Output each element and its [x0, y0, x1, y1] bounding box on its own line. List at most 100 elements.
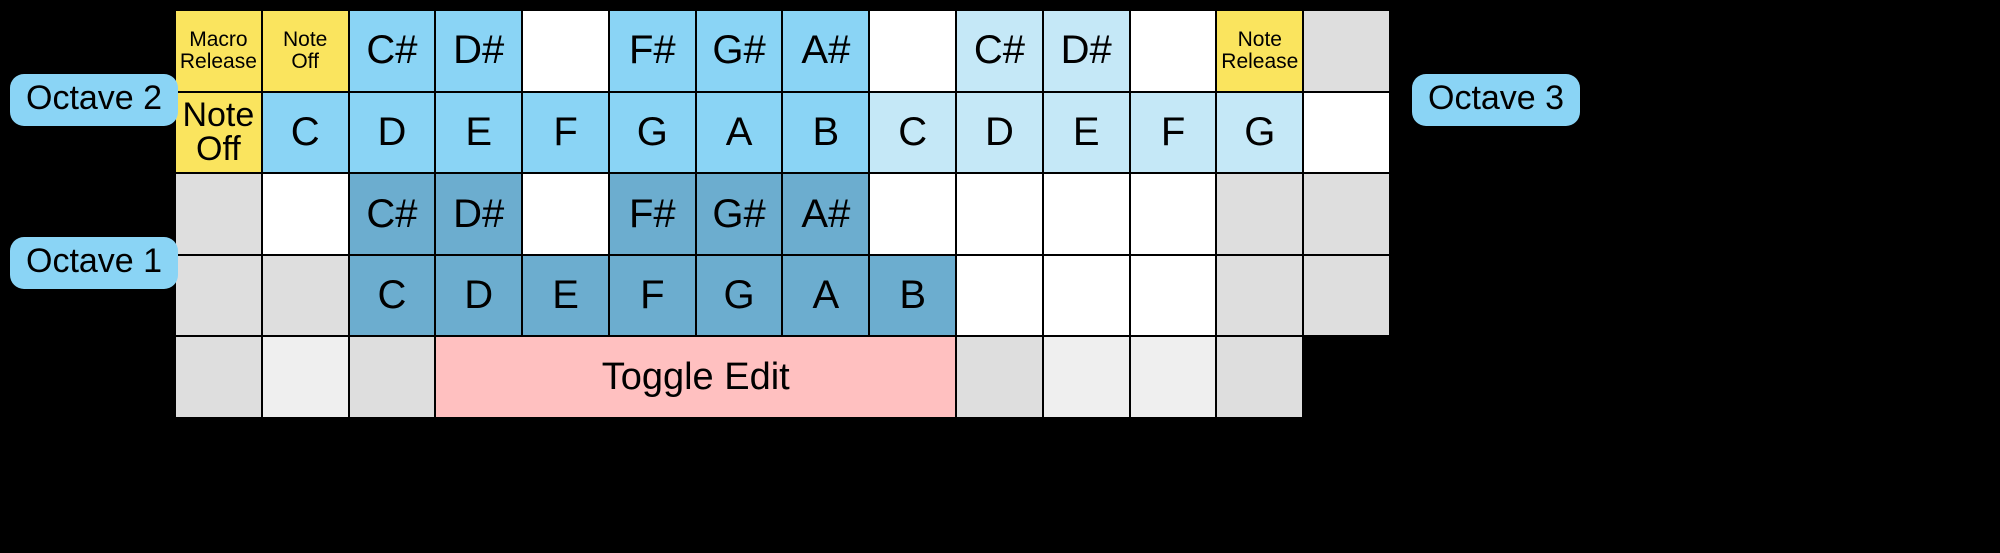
key-cell-c-[interactable]: C# — [956, 10, 1043, 92]
key-cell-label: G — [1244, 109, 1276, 154]
key-cell-f[interactable]: F — [1129, 91, 1217, 174]
key-cell-f-[interactable]: F# — [608, 10, 696, 92]
key-cell-empty — [1129, 173, 1217, 255]
key-cell-label: A# — [801, 191, 851, 236]
key-cell-label: D# — [453, 191, 505, 236]
key-cell-label: F — [640, 273, 665, 318]
key-cell-empty — [1303, 91, 1390, 174]
key-cell-empty — [869, 173, 957, 255]
key-cell-label: C — [898, 109, 928, 154]
key-cell-label: G# — [712, 28, 766, 73]
key-cell-b[interactable]: B — [869, 254, 957, 337]
key-cell-d-[interactable]: D# — [435, 173, 523, 255]
key-cell-label: B — [812, 109, 840, 154]
key-cell-label: E — [552, 273, 579, 318]
key-cell-g[interactable]: G — [1216, 91, 1304, 174]
key-cell-c[interactable]: C — [348, 254, 436, 337]
key-cell-label: B — [899, 273, 927, 318]
key-cell-label: G — [723, 273, 755, 318]
key-cell-d-[interactable]: D# — [435, 10, 523, 92]
key-cell-a[interactable]: A — [695, 91, 783, 174]
key-cell-f[interactable]: F — [608, 254, 696, 337]
key-cell-empty — [261, 173, 349, 255]
key-cell-g[interactable]: G — [695, 254, 783, 337]
key-cell-label: D# — [453, 28, 505, 73]
key-cell-g[interactable]: G — [608, 91, 696, 174]
octave-label-2: Octave 2 — [10, 74, 179, 126]
key-cell-d[interactable]: D — [435, 254, 523, 337]
key-cell-label: D — [985, 109, 1014, 154]
key-cell-empty — [1042, 173, 1130, 255]
key-cell-label: G# — [712, 191, 766, 236]
key-cell-empty — [522, 173, 609, 255]
key-cell-label: C# — [973, 28, 1026, 73]
key-cell-label: E — [1072, 109, 1100, 154]
key-cell-label: A# — [801, 28, 851, 73]
key-cell-empty — [1129, 10, 1217, 92]
key-cell-c-[interactable]: C# — [348, 10, 436, 92]
key-cell-f[interactable]: F — [522, 91, 609, 174]
key-cell-empty — [1303, 173, 1390, 255]
key-cell-empty — [1216, 336, 1304, 418]
key-cell-label: A — [725, 109, 753, 154]
key-cell-empty — [348, 336, 436, 418]
key-cell-label: A — [812, 273, 840, 318]
key-cell-g-[interactable]: G# — [695, 173, 783, 255]
key-cell-empty — [1216, 173, 1304, 255]
key-cell-empty — [261, 254, 349, 337]
key-cell-empty — [175, 173, 262, 255]
key-cell-c-[interactable]: C# — [348, 173, 436, 255]
octave-label-3: Octave 3 — [1412, 74, 1581, 126]
key-cell-empty — [1042, 336, 1130, 418]
key-cell-empty — [1303, 10, 1390, 92]
key-cell-label: D — [377, 109, 407, 154]
key-cell-a[interactable]: A — [782, 254, 870, 337]
key-cell-a-[interactable]: A# — [782, 10, 870, 92]
key-cell-label: C — [290, 109, 320, 154]
key-cell-empty — [261, 336, 349, 418]
octave-label-1: Octave 1 — [10, 237, 179, 289]
key-cell-d[interactable]: D — [956, 91, 1043, 174]
key-cell-label: C# — [366, 28, 418, 73]
key-cell-a-[interactable]: A# — [782, 173, 870, 255]
key-cell-empty — [869, 10, 957, 92]
key-cell-d[interactable]: D — [348, 91, 436, 174]
key-cell-empty — [1303, 254, 1390, 337]
key-cell-empty — [1129, 254, 1217, 337]
key-cell-empty — [956, 173, 1043, 255]
key-cell-f-[interactable]: F# — [608, 173, 696, 255]
key-cell-e[interactable]: E — [1042, 91, 1130, 174]
key-cell-label: G — [636, 109, 668, 154]
key-cell-label: E — [465, 109, 493, 154]
key-cell-d-[interactable]: D# — [1042, 10, 1130, 92]
key-cell-label: C — [377, 273, 407, 318]
key-cell-b[interactable]: B — [782, 91, 870, 174]
key-cell-empty — [522, 10, 609, 92]
key-cell-label: Toggle Edit — [601, 355, 790, 398]
key-cell-label: C# — [366, 191, 418, 236]
key-cell-empty — [956, 336, 1043, 418]
key-cell-label: F — [553, 109, 578, 154]
key-cell-c[interactable]: C — [261, 91, 349, 174]
key-cell-label: D# — [1060, 28, 1112, 73]
key-cell-c[interactable]: C — [869, 91, 957, 174]
key-cell-e[interactable]: E — [522, 254, 609, 337]
key-cell-label: F# — [628, 191, 676, 236]
key-cell-empty — [175, 254, 262, 337]
key-cell-empty — [956, 254, 1043, 337]
key-cell-toggle-edit[interactable]: Toggle Edit — [435, 336, 957, 418]
key-cell-empty — [1042, 254, 1130, 337]
key-cell-label: F — [1160, 109, 1186, 154]
key-cell-empty — [1216, 254, 1304, 337]
key-cell-g-[interactable]: G# — [695, 10, 783, 92]
key-cell-e[interactable]: E — [435, 91, 523, 174]
